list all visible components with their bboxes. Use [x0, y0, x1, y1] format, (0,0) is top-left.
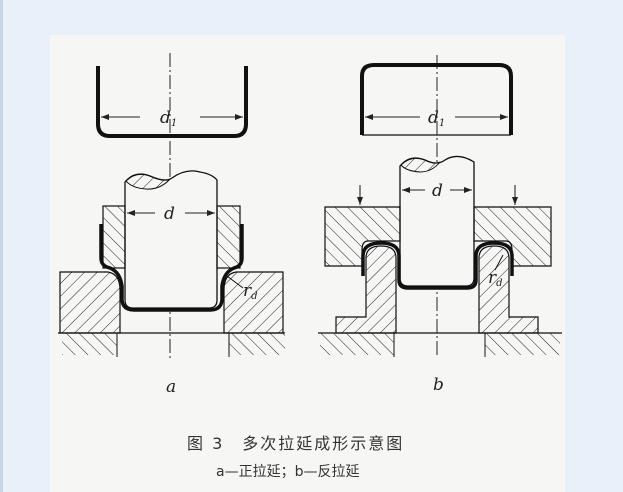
- panel-a-label: a: [166, 377, 176, 397]
- blank-holder-right: [216, 205, 241, 269]
- rd-label: rd: [488, 268, 503, 289]
- workpiece: [99, 224, 244, 312]
- lower-base-left: [320, 333, 394, 355]
- d1-label: d1: [428, 108, 445, 129]
- figure-legend: a—正拉延；b—反拉延: [216, 464, 359, 480]
- lower-base-left: [62, 333, 117, 355]
- punch: [124, 170, 218, 309]
- punch-section-hatch: [400, 157, 441, 173]
- lower-base-right: [485, 333, 560, 355]
- rd-leader: [494, 254, 504, 271]
- panel-b-reverse-drawing: d1 d rd b: [318, 55, 562, 395]
- punch-section-hatch: [125, 173, 171, 190]
- rd-leader: [226, 275, 244, 289]
- d-label: d: [164, 204, 175, 224]
- window-edge: [0, 0, 3, 492]
- blank-holder-left: [102, 205, 126, 269]
- die-ring-left: [335, 245, 397, 334]
- panel-a-forward-drawing: d1 d rd a: [58, 53, 285, 397]
- d1-label: d1: [160, 108, 177, 129]
- previous-cup: [360, 63, 513, 135]
- figure-caption: 图 3 多次拉延成形示意图: [187, 434, 404, 453]
- die-ring-right: [478, 245, 539, 334]
- die-right: [223, 271, 284, 334]
- previous-cup: [96, 66, 248, 138]
- rd-label: rd: [243, 281, 258, 302]
- punch: [399, 155, 475, 287]
- workpiece: [361, 241, 514, 290]
- d-label: d: [432, 181, 443, 201]
- lower-base-right: [229, 333, 285, 355]
- panel-b-label: b: [433, 375, 444, 395]
- die-left: [59, 271, 121, 334]
